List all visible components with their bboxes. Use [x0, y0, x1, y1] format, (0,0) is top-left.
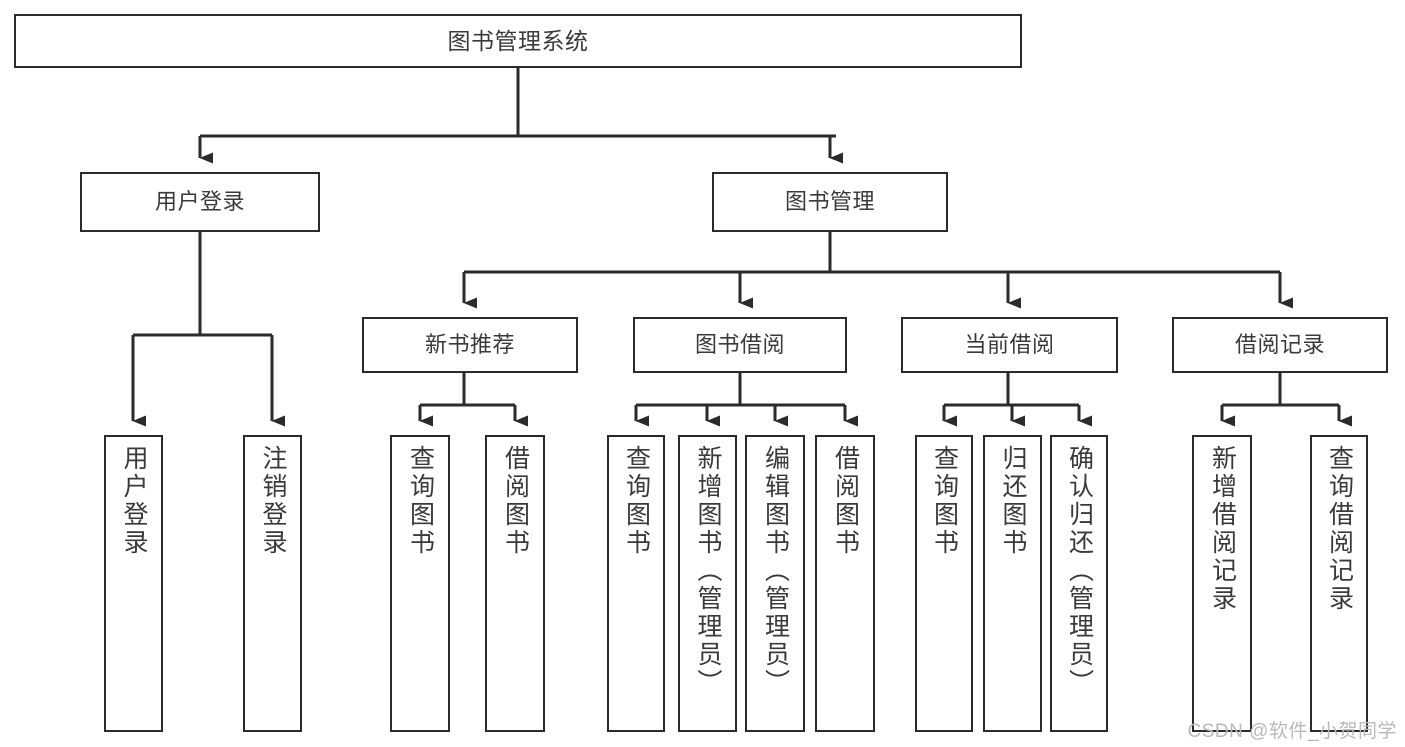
node-current-borrow-label: 当前借阅: [964, 331, 1055, 357]
node-leaf-add-book-label: 新增图书（管理员）: [694, 445, 722, 697]
node-leaf-return-book-label: 归还图书: [999, 445, 1027, 557]
node-leaf-logout[interactable]: 注销登录: [243, 435, 302, 732]
node-new-book-recommend[interactable]: 新书推荐: [362, 317, 578, 373]
node-leaf-edit-book-label: 编辑图书（管理员）: [761, 445, 790, 697]
node-leaf-query-book-2[interactable]: 查询图书: [607, 435, 665, 732]
node-book-management-label: 图书管理: [784, 188, 875, 214]
node-leaf-user-login-label: 用户登录: [120, 445, 148, 557]
node-borrow-record[interactable]: 借阅记录: [1172, 317, 1388, 373]
node-leaf-add-record-label: 新增借阅记录: [1208, 445, 1237, 613]
node-leaf-confirm-return[interactable]: 确认归还（管理员）: [1050, 435, 1108, 732]
node-leaf-query-record[interactable]: 查询借阅记录: [1310, 435, 1368, 732]
node-current-borrow[interactable]: 当前借阅: [901, 317, 1118, 373]
node-leaf-borrow-book-1-label: 借阅图书: [501, 445, 530, 557]
node-leaf-return-book[interactable]: 归还图书: [983, 435, 1042, 732]
node-leaf-query-book-1[interactable]: 查询图书: [390, 435, 450, 732]
node-leaf-borrow-book-2-label: 借阅图书: [831, 445, 860, 557]
node-leaf-query-record-label: 查询借阅记录: [1325, 445, 1354, 613]
node-user-login-label: 用户登录: [154, 188, 245, 214]
node-borrow-record-label: 借阅记录: [1234, 331, 1325, 357]
node-leaf-add-book[interactable]: 新增图书（管理员）: [678, 435, 737, 732]
watermark: CSDN @软件_小贺同学: [1187, 721, 1397, 742]
node-leaf-confirm-return-label: 确认归还（管理员）: [1065, 445, 1094, 697]
node-user-login[interactable]: 用户登录: [80, 172, 320, 232]
node-leaf-query-book-2-label: 查询图书: [622, 445, 651, 557]
node-book-borrow[interactable]: 图书借阅: [633, 317, 847, 373]
node-leaf-query-book-3-label: 查询图书: [930, 445, 959, 557]
node-leaf-edit-book[interactable]: 编辑图书（管理员）: [745, 435, 805, 732]
node-leaf-user-login[interactable]: 用户登录: [104, 435, 163, 732]
node-leaf-add-record[interactable]: 新增借阅记录: [1192, 435, 1252, 732]
node-leaf-borrow-book-1[interactable]: 借阅图书: [485, 435, 545, 732]
node-leaf-query-book-1-label: 查询图书: [406, 445, 435, 557]
node-new-book-recommend-label: 新书推荐: [424, 331, 515, 357]
node-root[interactable]: 图书管理系统: [14, 14, 1022, 68]
node-root-label: 图书管理系统: [447, 27, 589, 54]
node-book-borrow-label: 图书借阅: [694, 331, 785, 357]
node-leaf-query-book-3[interactable]: 查询图书: [915, 435, 973, 732]
node-leaf-logout-label: 注销登录: [259, 445, 287, 557]
node-leaf-borrow-book-2[interactable]: 借阅图书: [815, 435, 875, 732]
node-book-management[interactable]: 图书管理: [712, 172, 948, 232]
